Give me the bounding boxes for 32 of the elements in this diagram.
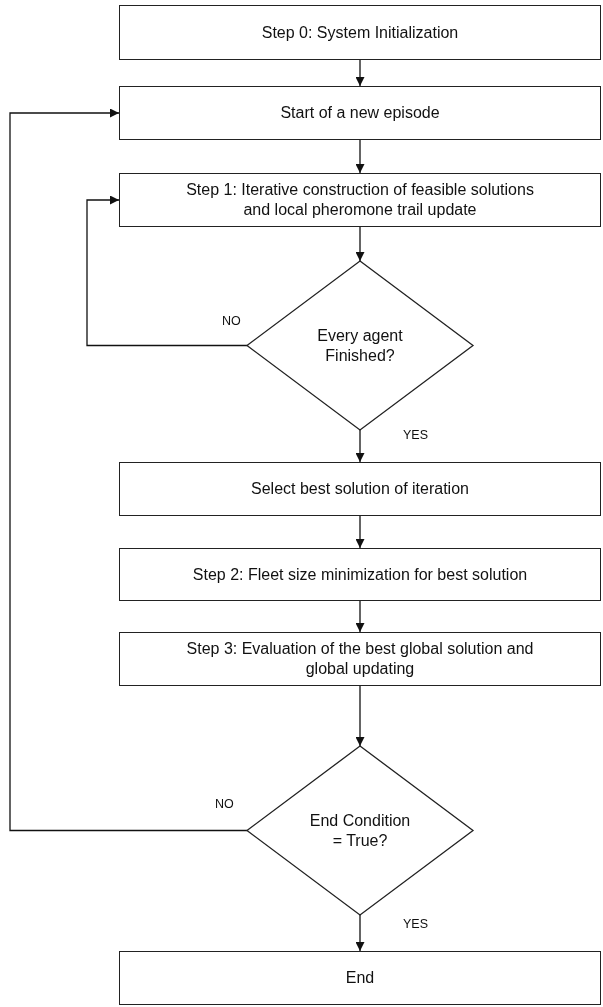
step-text: Start of a new episode xyxy=(280,103,440,123)
arrow xyxy=(355,515,365,549)
process-box xyxy=(119,462,601,516)
arrow xyxy=(355,600,365,633)
step-text: Step 0: System Initialization xyxy=(261,22,459,43)
arrow xyxy=(86,195,248,347)
step-text: Step 2: Fleet size minimization for best solution xyxy=(192,564,528,585)
edge-label: NO xyxy=(214,797,235,811)
process-box xyxy=(119,86,601,140)
edge-label: YES xyxy=(402,428,429,442)
arrow xyxy=(9,108,248,832)
arrow xyxy=(355,429,365,463)
process-box xyxy=(119,548,601,601)
step-text: Select best solution of iteration xyxy=(251,479,469,499)
process-box xyxy=(119,5,601,60)
step-text: Step 1: Iterative construction of feasible solutions and local pheromone trail update xyxy=(185,180,535,220)
arrow xyxy=(355,59,365,87)
arrow xyxy=(355,226,365,262)
process-box xyxy=(119,173,601,227)
arrow xyxy=(355,139,365,174)
arrow xyxy=(355,914,365,952)
process-box xyxy=(119,632,601,686)
step-text: Step 3: Evaluation of the best global solution and global updating xyxy=(185,639,535,679)
decision-text: Every agent Finished? xyxy=(316,325,404,366)
decision-diamond xyxy=(247,746,473,915)
decision-diamond xyxy=(247,261,473,430)
edge-label: NO xyxy=(221,314,242,328)
edge-label: YES xyxy=(402,917,429,931)
decision-text: End Condition = True? xyxy=(308,810,412,851)
step-text: End xyxy=(345,968,375,988)
arrow xyxy=(355,685,365,747)
process-box xyxy=(119,951,601,1005)
